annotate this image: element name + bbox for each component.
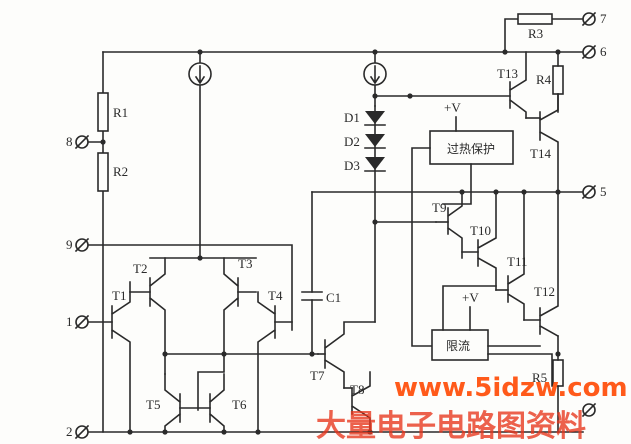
label-r2: R2	[113, 164, 128, 179]
label-t1: T1	[112, 288, 126, 303]
label-t6: T6	[232, 397, 247, 412]
current-limit-label: 限流	[446, 339, 470, 353]
label-d1: D1	[344, 110, 360, 125]
capacitor-c1	[301, 291, 323, 301]
label-t9: T9	[432, 200, 446, 215]
label-t3: T3	[238, 256, 252, 271]
pin-6-terminal	[581, 44, 597, 60]
pin-1-label: 1	[66, 314, 73, 329]
transistor-t2	[129, 257, 166, 355]
diode-d2	[364, 134, 386, 149]
pin-7-terminal	[581, 11, 597, 27]
pin7-line	[504, 18, 584, 53]
label-t14: T14	[530, 146, 551, 161]
pin-9-terminal	[74, 237, 90, 253]
label-t2: T2	[133, 261, 147, 276]
label-d2: D2	[344, 134, 360, 149]
pin-4-terminal	[581, 402, 597, 418]
pin-2-label: 2	[66, 424, 73, 439]
pin-8-label: 8	[66, 134, 73, 149]
pin9-lead	[87, 244, 293, 331]
label-t11: T11	[507, 254, 527, 269]
pin-5-label: 5	[600, 184, 607, 199]
resistor-r1	[97, 92, 109, 132]
label-c1: C1	[326, 290, 341, 305]
thermal-protection-box	[429, 130, 514, 165]
current-limit-supply-label: +V	[462, 290, 479, 305]
pin-2-terminal	[74, 424, 90, 440]
label-r3: R3	[528, 26, 543, 41]
pin-1-terminal	[74, 314, 90, 330]
label-t5: T5	[146, 397, 160, 412]
transistor-t1	[110, 281, 131, 433]
pin-6-label: 6	[600, 44, 607, 59]
diode-d1	[364, 111, 386, 126]
label-t10: T10	[470, 223, 491, 238]
pin-7-label: 7	[600, 11, 607, 26]
diode-d3	[364, 157, 386, 172]
resistor-r2	[97, 152, 109, 192]
current-limit-box	[431, 329, 489, 361]
transistor-t3	[223, 257, 257, 355]
watermark-title: 大量电子电路图资料	[316, 409, 586, 444]
transistor-t6	[208, 373, 225, 433]
resistor-r3	[517, 13, 553, 25]
label-t13: T13	[497, 66, 518, 81]
thermal-protection-label: 过热保护	[447, 142, 495, 156]
transistor-t14	[525, 93, 559, 193]
resistor-r4	[552, 65, 564, 95]
pin-8-terminal	[74, 134, 90, 150]
transistor-t7	[317, 321, 376, 389]
label-t12: T12	[534, 284, 555, 299]
transistor-t12	[523, 191, 560, 338]
label-r1: R1	[113, 105, 128, 120]
transistor-t13	[508, 51, 527, 119]
junction-dots	[100, 49, 561, 435]
label-t8: T8	[350, 382, 364, 397]
watermark-url: www.5idzw.com	[394, 373, 628, 403]
label-d3: D3	[344, 158, 360, 173]
pin-5-terminal	[581, 184, 597, 200]
transistor-t8	[343, 371, 371, 433]
thermal-supply-label: +V	[444, 100, 461, 115]
transistor-t11	[495, 191, 525, 321]
pin-9-label: 9	[66, 237, 73, 252]
transistor-t4	[257, 291, 293, 433]
label-t7: T7	[310, 368, 325, 383]
label-r4: R4	[536, 72, 552, 87]
label-t4: T4	[268, 288, 283, 303]
transistor-t5	[164, 373, 182, 433]
transistor-t10	[461, 191, 497, 291]
label-r5: R5	[532, 370, 547, 385]
